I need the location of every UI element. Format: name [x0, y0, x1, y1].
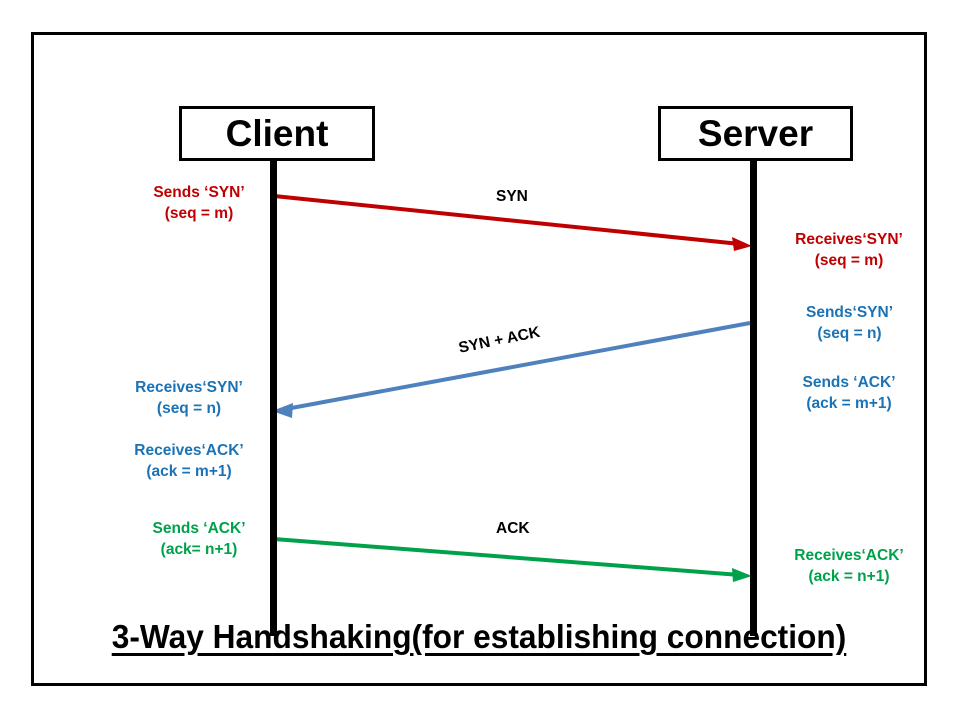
- annotation-server-receives-syn: Receives‘SYN’ (seq = m): [774, 229, 924, 272]
- annotation-server-receives-ack: Receives‘ACK’ (ack = n+1): [774, 545, 924, 588]
- annotation-server-sends-syn: Sends‘SYN’ (seq = n): [777, 302, 922, 345]
- annotation-line: (seq = m): [814, 252, 884, 270]
- annotation-line: Sends‘SYN’: [806, 304, 893, 321]
- annotation-line: Sends ‘SYN’: [153, 184, 245, 201]
- annotation-line: Receives‘ACK’: [134, 442, 244, 459]
- annotation-line: Sends ‘ACK’: [802, 374, 896, 391]
- lifeline-server: [750, 159, 757, 636]
- annotation-line: (ack = n+1): [808, 568, 890, 586]
- annotation-line: Receives‘SYN’: [135, 379, 243, 396]
- annotation-line: Receives‘SYN’: [795, 231, 903, 248]
- annotation-line: Receives‘ACK’: [794, 547, 904, 564]
- annotation-line: (ack= n+1): [160, 541, 238, 559]
- node-client-label: Client: [225, 113, 329, 154]
- annotation-line: (seq = m): [164, 205, 234, 223]
- annotation-line: (ack = m+1): [806, 395, 892, 413]
- arrow-ack: [273, 537, 752, 582]
- node-server[interactable]: Server: [658, 106, 853, 161]
- annotation-server-sends-ack: Sends ‘ACK’ (ack = m+1): [774, 372, 924, 415]
- message-label-ack: ACK: [496, 520, 530, 537]
- node-client[interactable]: Client: [179, 106, 375, 161]
- annotation-line: (seq = n): [817, 325, 882, 343]
- diagram-frame: Client Server SYN SYN + ACK ACK Sends ‘S…: [31, 32, 927, 686]
- message-label-syn: SYN: [496, 188, 528, 205]
- annotation-client-sends-ack: Sends ‘ACK’ (ack= n+1): [129, 518, 269, 561]
- node-server-label: Server: [697, 113, 814, 154]
- diagram-title: 3-Way Handshaking(for establishing conne…: [111, 618, 847, 655]
- lifeline-client: [270, 159, 277, 636]
- annotation-client-sends-syn: Sends ‘SYN’ (seq = m): [129, 182, 269, 225]
- annotation-line: (seq = n): [156, 400, 222, 418]
- annotation-line: (ack = m+1): [146, 463, 232, 481]
- annotation-line: Sends ‘ACK’: [152, 520, 246, 537]
- annotation-client-receives-syn: Receives‘SYN’ (seq = n): [114, 377, 264, 420]
- message-label-syn-ack: SYN + ACK: [457, 323, 542, 357]
- annotation-client-receives-ack: Receives‘ACK’ (ack = m+1): [114, 440, 264, 483]
